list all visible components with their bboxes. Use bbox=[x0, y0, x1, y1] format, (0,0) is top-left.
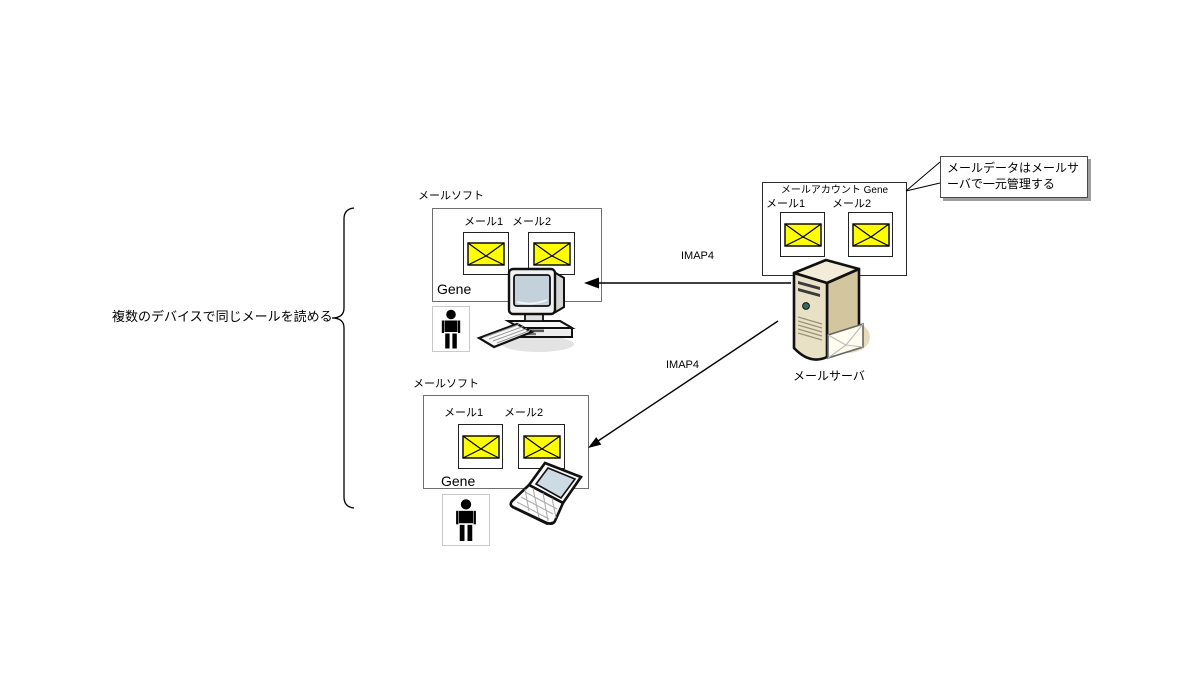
client2-account-name: Gene bbox=[441, 473, 476, 489]
server-label: メールサーバ bbox=[793, 369, 865, 383]
client2-mail1-box bbox=[458, 424, 503, 469]
server-mail2-label: メール2 bbox=[832, 198, 872, 210]
client2-software-label: メールソフト bbox=[413, 378, 479, 390]
server-account-title: メールアカウント Gene bbox=[780, 185, 889, 196]
arrow-imap4-bottom bbox=[588, 320, 779, 448]
person-icon bbox=[441, 309, 461, 349]
person-icon bbox=[456, 499, 476, 541]
callout-line1: メールデータはメールサ bbox=[947, 161, 1080, 175]
client2-mail2-box bbox=[518, 424, 565, 469]
curly-brace bbox=[331, 207, 355, 509]
envelope-icon bbox=[461, 434, 500, 459]
mail-server-icon bbox=[792, 258, 870, 361]
laptop-icon bbox=[509, 461, 584, 526]
server-mail1-box bbox=[780, 212, 825, 257]
protocol-label-imap4-bottom: IMAP4 bbox=[666, 359, 700, 371]
envelope-icon bbox=[522, 434, 561, 459]
client2-mail1-label: メール1 bbox=[444, 407, 484, 419]
client1-mail1-label: メール1 bbox=[464, 216, 504, 228]
client2-user bbox=[442, 494, 490, 546]
envelope-icon bbox=[783, 222, 822, 247]
note-multiple-devices: 複数のデバイスで同じメールを読める bbox=[112, 309, 333, 324]
desktop-computer-icon bbox=[476, 267, 576, 352]
client1-mail1-box bbox=[463, 232, 509, 275]
client1-mail2-label: メール2 bbox=[512, 216, 552, 228]
client1-account-name: Gene bbox=[437, 281, 472, 297]
arrow-imap4-top bbox=[584, 277, 791, 289]
envelope-icon bbox=[851, 222, 890, 247]
callout-pointer bbox=[905, 161, 941, 192]
envelope-icon bbox=[467, 241, 505, 266]
client1-user bbox=[432, 306, 470, 352]
client1-software-label: メールソフト bbox=[418, 190, 484, 202]
callout-line2: ーバで一元管理する bbox=[947, 177, 1055, 191]
client2-mail2-label: メール2 bbox=[504, 407, 544, 419]
protocol-label-imap4-top: IMAP4 bbox=[681, 250, 715, 262]
server-mail2-box bbox=[848, 212, 893, 257]
envelope-icon bbox=[532, 241, 571, 266]
server-mail1-label: メール1 bbox=[766, 198, 806, 210]
callout-note: メールデータはメールサ ーバで一元管理する bbox=[940, 156, 1088, 198]
